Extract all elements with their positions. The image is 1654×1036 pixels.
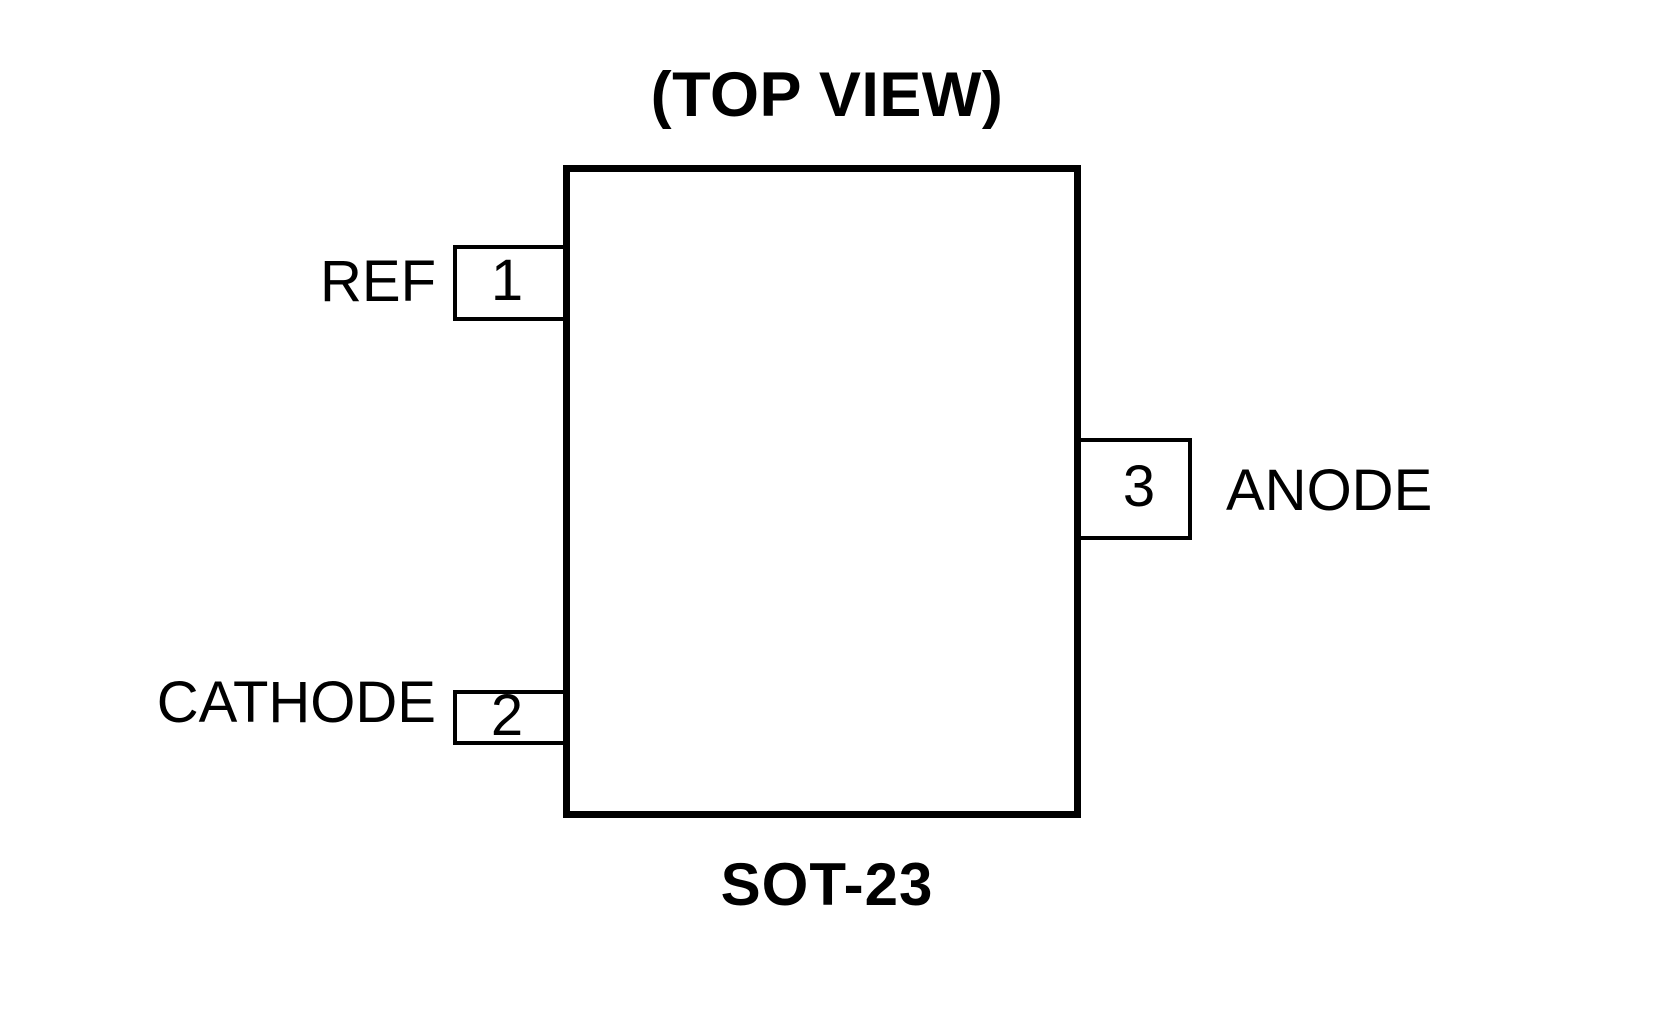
package-name-caption: SOT-23 xyxy=(720,851,934,918)
pin-label-anode: ANODE xyxy=(1226,458,1433,523)
pin-label-cathode: CATHODE xyxy=(156,670,436,735)
pin-number-1: 1 xyxy=(490,248,524,313)
pin-box-1: 1 xyxy=(453,245,577,321)
pin-label-ref: REF xyxy=(320,249,436,314)
pin-number-2: 2 xyxy=(490,682,524,748)
pin-number-3: 3 xyxy=(1122,454,1156,519)
pin-box-3: 3 xyxy=(1068,438,1192,540)
package-body-outline xyxy=(563,165,1081,818)
diagram-title: (TOP VIEW) xyxy=(650,60,1004,130)
pin-box-2: 2 xyxy=(453,682,577,748)
